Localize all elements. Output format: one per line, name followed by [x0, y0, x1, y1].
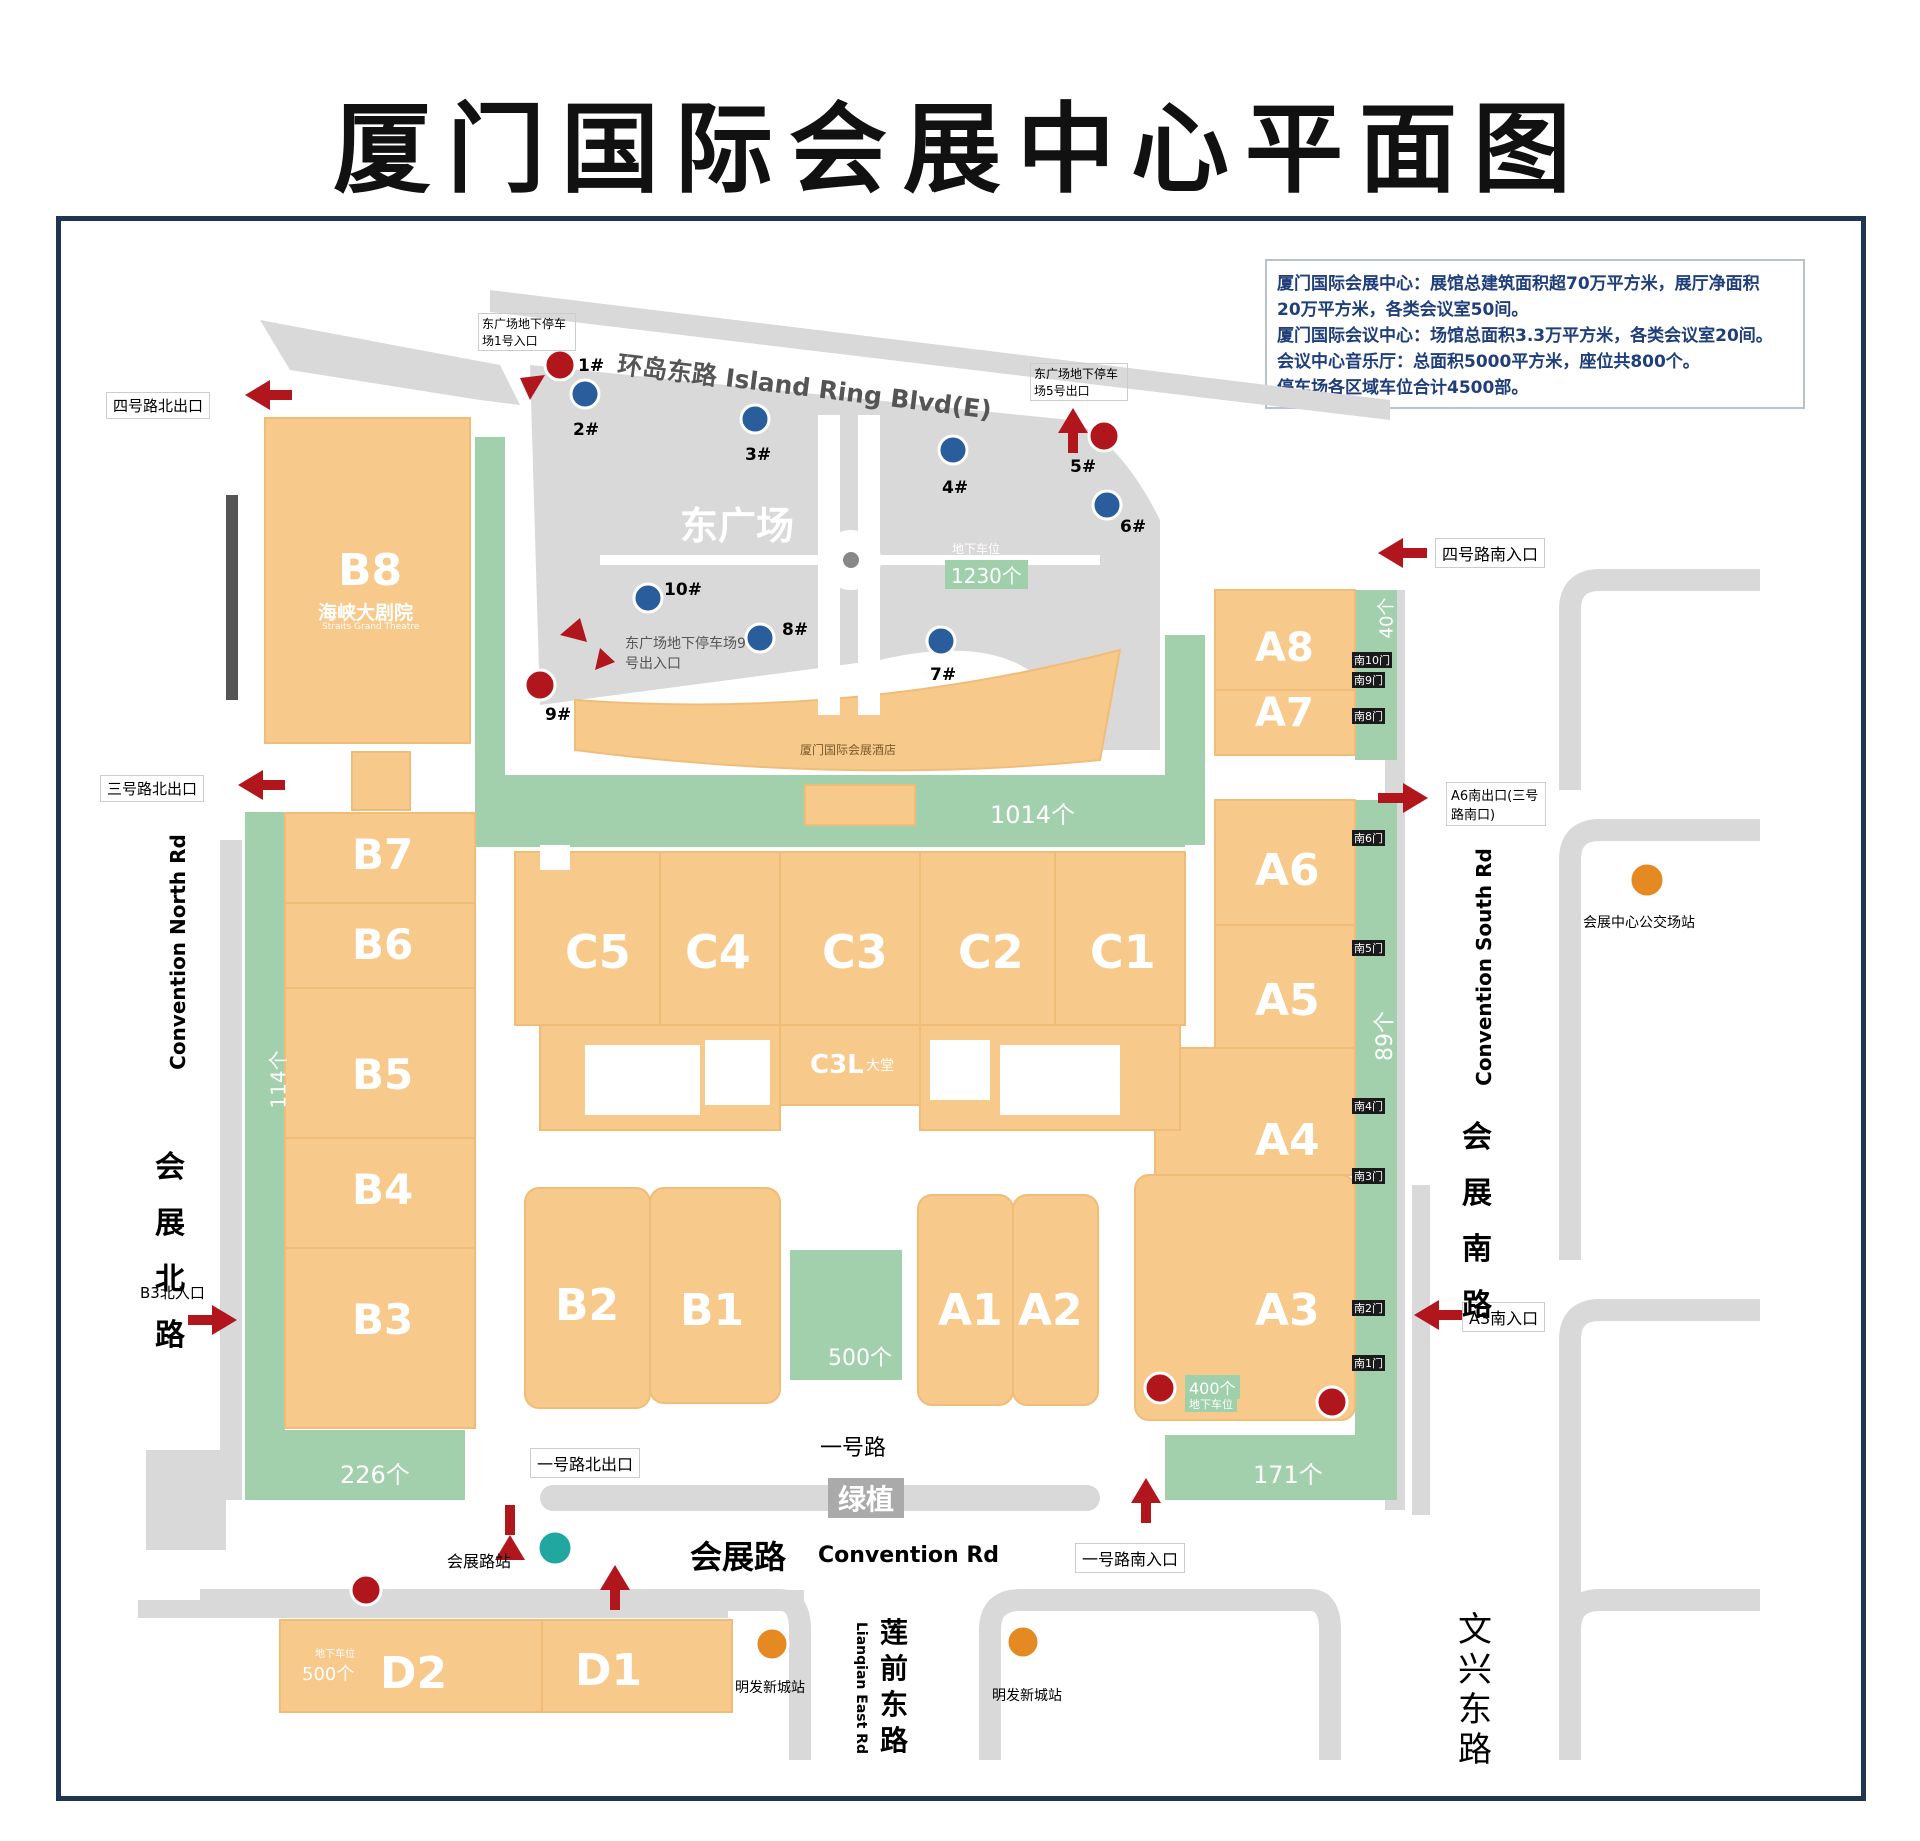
gate-5: 5# — [1070, 457, 1097, 477]
road-label: 莲前东路 — [880, 1616, 909, 1757]
road-label: 绿植 — [828, 1478, 905, 1518]
hall-A8: A8 — [1255, 625, 1314, 671]
p40-count: 40个 — [1376, 597, 1398, 639]
hall-B8-cn: 海峡大剧院 — [318, 602, 414, 624]
south-door: 南4门 — [1352, 1098, 1385, 1114]
hall-D1: D1 — [575, 1645, 643, 1696]
entrance-label: B3北入口 — [140, 1284, 205, 1302]
south-door: 南1门 — [1352, 1355, 1385, 1371]
south-door: 南9门 — [1352, 672, 1385, 688]
road-label: 一号路 — [820, 1436, 887, 1461]
hall-A4: A4 — [1255, 1115, 1320, 1166]
hall-B5: B5 — [352, 1050, 414, 1099]
road-label: 会展路 — [690, 1538, 787, 1576]
hall-B4: B4 — [352, 1165, 414, 1214]
hall-B6: B6 — [352, 920, 414, 969]
road-label: Convention Rd — [818, 1543, 1000, 1568]
entrance-label: 四号路南入口 — [1435, 538, 1546, 568]
south-door: 南6门 — [1352, 830, 1385, 846]
station-label: 会展路站 — [447, 1552, 512, 1571]
gate-1: 1# — [578, 356, 605, 376]
hall-C4: C4 — [685, 925, 751, 979]
d-parking-tag: 地下车位 — [315, 1649, 355, 1660]
hall-B3: B3 — [352, 1295, 414, 1344]
map-title: 厦门国际会展中心平面图 — [332, 93, 1587, 207]
hall-C1: C1 — [1090, 925, 1156, 979]
p89-count: 89个 — [1373, 1011, 1398, 1061]
hall-B8-en: Straits Grand Theatre — [322, 622, 420, 632]
road-label: Lianqian East Rd — [852, 1622, 869, 1754]
entrance-label: A6南出口(三号路南口) — [1446, 782, 1546, 826]
hall-B8: B8 — [338, 545, 403, 596]
east-parking-tag: 地下车位 — [952, 542, 1001, 556]
east-parking-count: 1230个 — [945, 560, 1028, 589]
south-door: 南10门 — [1352, 652, 1392, 668]
road-label: 文兴东路 — [1458, 1610, 1492, 1770]
hall-B2: B2 — [555, 1280, 620, 1331]
gate-2: 2# — [573, 420, 600, 440]
entrance-label: 东广场地下停车场9号出入口 — [625, 636, 746, 672]
p114-count: 114个 — [266, 1050, 291, 1109]
gate-10: 10# — [664, 580, 702, 600]
p226-count: 226个 — [340, 1461, 410, 1489]
hall-A5: A5 — [1255, 975, 1320, 1026]
entrance-label: A3南入口 — [1462, 1302, 1546, 1332]
entrance-label: 一号路北出口 — [530, 1448, 641, 1478]
hall-A6: A6 — [1255, 845, 1320, 896]
road-label: 会展南路 — [1462, 1120, 1492, 1323]
plaza-label: 东广场 — [680, 504, 795, 548]
south-door: 南2门 — [1352, 1300, 1385, 1316]
hall-C3L: C3L — [810, 1050, 864, 1080]
gate-7: 7# — [930, 665, 957, 685]
hotel-label: 厦门国际会展酒店 — [800, 743, 897, 757]
p171-count: 171个 — [1253, 1461, 1323, 1489]
info-line: 会议中心音乐厅：总面积5000平方米，座位共800个。 — [1277, 352, 1700, 372]
hall-B1: B1 — [680, 1285, 745, 1336]
d-parking-count: 500个 — [302, 1664, 355, 1685]
hall-C3: C3 — [822, 925, 888, 979]
gate-6: 6# — [1120, 517, 1147, 537]
entrance-label: 东广场地下停车场5号出口 — [1030, 363, 1128, 401]
hall-C3L-cn: 大堂 — [866, 1058, 894, 1074]
road-label: 会展北路 — [155, 1150, 185, 1353]
hall-B7: B7 — [352, 830, 414, 879]
hall-A7: A7 — [1255, 690, 1314, 736]
p400-count: 400个 — [1185, 1375, 1240, 1399]
road-label: Convention North Rd — [165, 834, 190, 1070]
info-line: 厦门国际会展中心：展馆总建筑面积超70万平方米，展厅净面积 — [1277, 274, 1760, 294]
entrance-label: 四号路北出口 — [106, 392, 211, 419]
gate-3: 3# — [745, 445, 772, 465]
gate-4: 4# — [942, 478, 969, 498]
map-frame — [56, 216, 1866, 1801]
hall-A1: A1 — [938, 1285, 1003, 1336]
hall-C2: C2 — [958, 925, 1024, 979]
p1014-count: 1014个 — [990, 801, 1076, 829]
station-label: 明发新城站 — [735, 1680, 805, 1696]
entrance-label: 东广场地下停车场1号入口 — [478, 313, 576, 351]
hall-A2: A2 — [1018, 1285, 1083, 1336]
station-label: 会展中心公交场站 — [1583, 915, 1695, 931]
south-door: 南3门 — [1352, 1168, 1385, 1184]
gate-8: 8# — [782, 620, 809, 640]
south-door: 南8门 — [1352, 708, 1385, 724]
entrance-label: 三号路北出口 — [100, 775, 205, 802]
gate-9: 9# — [545, 705, 572, 725]
hall-D2: D2 — [380, 1648, 448, 1699]
entrance-label: 一号路南入口 — [1075, 1543, 1186, 1573]
south-door: 南5门 — [1352, 940, 1385, 956]
station-label: 明发新城站 — [992, 1688, 1062, 1704]
info-box: 厦门国际会展中心：展馆总建筑面积超70万平方米，展厅净面积 20万平方米，各类会… — [1265, 259, 1805, 409]
road-label: Convention South Rd — [1471, 848, 1496, 1086]
p500-count: 500个 — [828, 1346, 892, 1371]
hall-A3: A3 — [1255, 1285, 1320, 1336]
p400-tag: 地下车位 — [1185, 1396, 1237, 1412]
info-line: 停车场各区域车位合计4500部。 — [1277, 378, 1529, 398]
info-line: 20万平方米，各类会议室50间。 — [1277, 300, 1529, 320]
info-line: 厦门国际会议中心：场馆总面积3.3万平方米，各类会议室20间。 — [1277, 326, 1773, 346]
hall-C5: C5 — [565, 925, 631, 979]
